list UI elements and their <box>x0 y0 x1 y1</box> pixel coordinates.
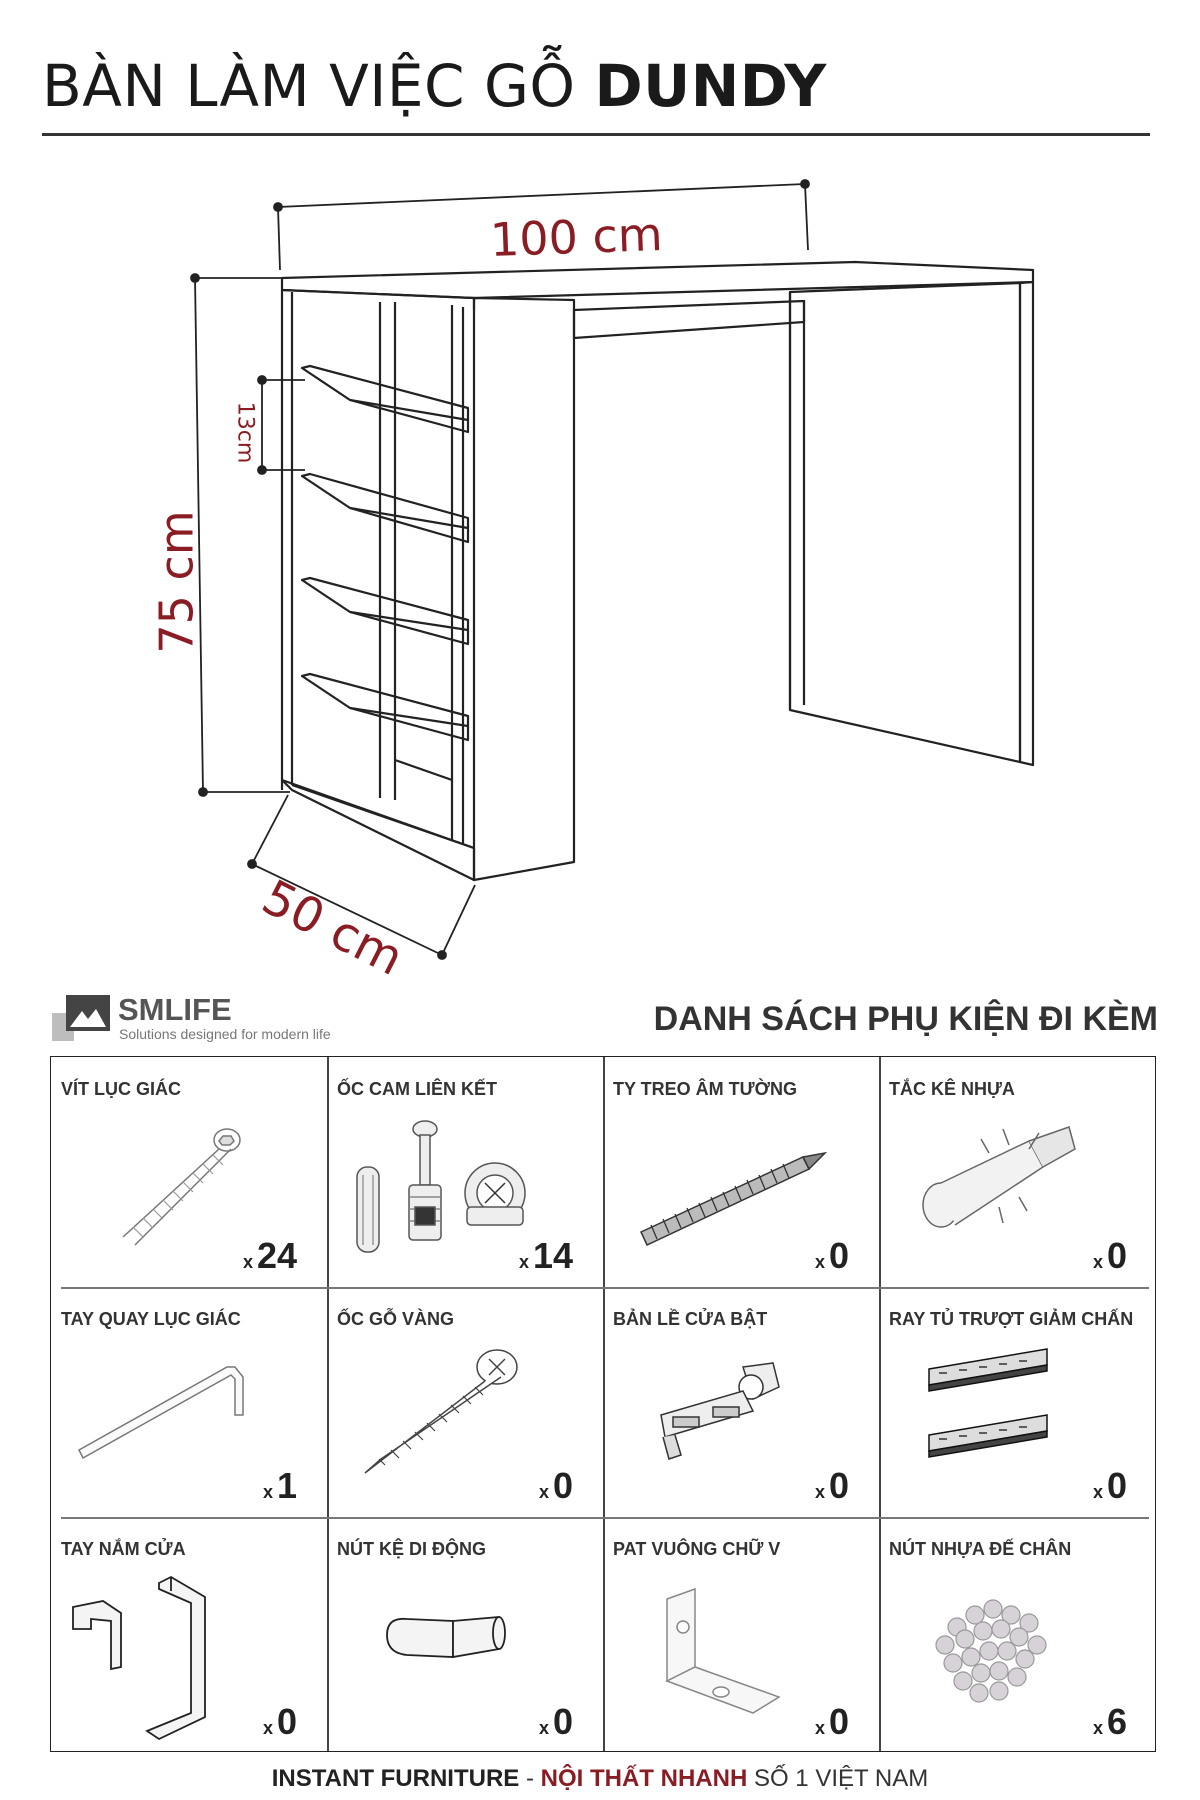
dimension-height-label: 75 cm <box>149 510 204 654</box>
dimension-width-label: 100 cm <box>489 207 664 267</box>
footer-brand: INSTANT FURNITURE <box>271 1765 520 1792</box>
grid-divider <box>603 1057 605 1751</box>
footer-highlight: NỘI THẤT NHANH <box>540 1765 748 1792</box>
cam-lock-icon <box>356 1120 526 1253</box>
accessory-label: TY TREO ÂM TƯỜNG <box>613 1079 797 1099</box>
brand-tagline: Solutions designed for modern life <box>119 1026 331 1042</box>
accessory-label: TẮC KÊ NHỰA <box>889 1079 1015 1099</box>
desk-right-leg <box>788 280 1035 767</box>
accessories-title: DANH SÁCH PHỤ KIỆN ĐI KÈM <box>653 1000 1158 1038</box>
accessory-label: VÍT LỤC GIÁC <box>61 1079 181 1099</box>
hinge-icon <box>660 1362 780 1460</box>
shelf-pin-icon <box>386 1616 506 1659</box>
wood-screw-icon <box>364 1349 518 1474</box>
accessory-label: PAT VUÔNG CHỮ V <box>613 1539 781 1559</box>
accessory-label: TAY NẮM CỬA <box>61 1539 186 1559</box>
title-light: BÀN LÀM VIỆC GỖ <box>42 52 595 120</box>
footer-slogan: INSTANT FURNITURE - NỘI THẤT NHANH SỐ 1 … <box>0 1765 1200 1793</box>
drawer-rail-icon <box>928 1348 1048 1458</box>
grid-divider <box>61 1287 1149 1289</box>
accessory-label: TAY QUAY LỤC GIÁC <box>61 1309 241 1329</box>
grid-divider <box>61 1517 1149 1519</box>
wall-bolt-icon <box>640 1151 828 1246</box>
grid-divider <box>327 1057 329 1751</box>
hex-screw-icon <box>122 1128 241 1246</box>
accessory-label: NÚT NHỰA ĐẾ CHÂN <box>889 1539 1072 1559</box>
dimension-shelf-gap-label: 13cm <box>232 401 258 464</box>
desk-shelf-unit <box>280 290 576 882</box>
footer-tail: SỐ 1 VIỆT NAM <box>747 1765 929 1792</box>
footer-separator: - <box>519 1765 541 1792</box>
grid-divider <box>879 1057 881 1751</box>
door-handle-icon <box>72 1575 206 1741</box>
page-title: BÀN LÀM VIỆC GỖ DUNDY <box>42 52 827 120</box>
wall-plug-icon <box>922 1126 1076 1228</box>
accessory-label: ỐC CAM LIÊN KẾT <box>337 1079 497 1099</box>
title-product-name: DUNDY <box>594 52 827 120</box>
accessory-label: NÚT KỆ DI ĐỘNG <box>337 1539 487 1559</box>
accessory-label: BẢN LỀ CỬA BẬT <box>613 1309 768 1329</box>
brand-logo-icon <box>52 995 110 1041</box>
allen-key-icon <box>78 1366 244 1460</box>
desk-modesty-panel <box>572 299 806 340</box>
title-divider <box>42 133 1150 136</box>
brand-name: SMLIFE <box>118 992 232 1027</box>
accessory-label: RAY TỦ TRƯỢT GIẢM CHẤN <box>889 1309 1134 1329</box>
desk-diagram <box>190 179 1035 960</box>
plastic-feet-icon <box>935 1599 1047 1703</box>
dimension-lines <box>190 179 810 960</box>
accessory-label: ỐC GỖ VÀNG <box>337 1309 455 1329</box>
angle-bracket-icon <box>665 1587 781 1714</box>
